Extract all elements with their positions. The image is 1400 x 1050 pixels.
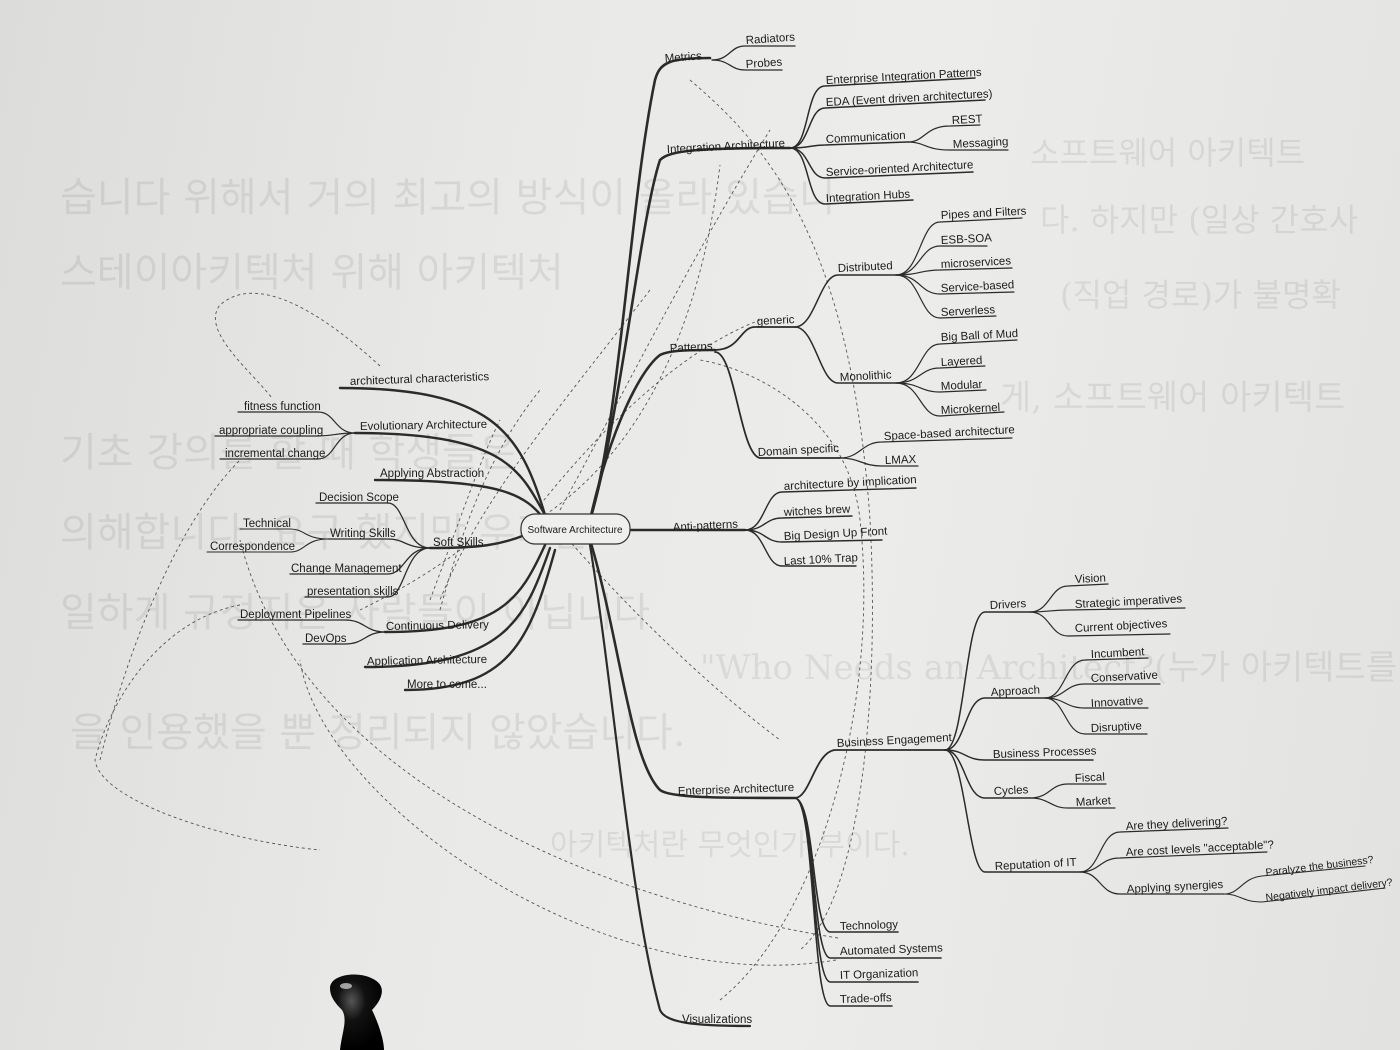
ghost-line: 소프트웨어 아키텍트 [1030, 134, 1306, 172]
application-architecture-label: Application Architecture [367, 654, 487, 668]
soft-skills-child: Decision Scope [319, 492, 399, 504]
reputation-child: Are they delivering? [1126, 816, 1228, 833]
synergies-child: Negatively impact delivery? [1265, 876, 1393, 904]
cross-links [94, 79, 873, 1001]
evolutionary-child: fitness function [244, 401, 321, 413]
distributed-child: Service-based [941, 279, 1015, 295]
writing-skills-child: Technical [243, 518, 291, 530]
ghost-line: 스테이아키텍처 위해 아키텍처 [60, 250, 564, 296]
drivers-child: Strategic imperatives [1075, 593, 1183, 611]
anti-pattern-item: Last 10% Trap [784, 552, 859, 568]
distributed-child: ESB-SOA [941, 232, 993, 247]
root-node-box [520, 513, 631, 545]
ghost-line: 게, 소프트웨어 아키텍트 [1000, 378, 1346, 418]
drivers-child: Vision [1075, 572, 1107, 586]
monolithic-child: Microkernel [941, 402, 1001, 417]
reputation-child: Applying synergies [1127, 879, 1224, 896]
anti-pattern-item: Big Design Up Front [784, 526, 889, 543]
monolithic-child: Big Ball of Mud [941, 328, 1019, 344]
approach-child: Incumbent [1091, 646, 1146, 661]
enterprise-child: IT Organization [840, 967, 919, 982]
anti-pattern-item: witches brew [783, 503, 852, 519]
approach-label: Approach [991, 684, 1041, 699]
ghost-line: 습니다 위해서 거의 최고의 방식이 올라 있습니 [60, 175, 836, 221]
metrics-child: Probes [745, 56, 782, 71]
monolithic-label: Monolithic [840, 369, 893, 384]
integration-child: Integration Hubs [826, 189, 911, 205]
enterprise-child: Trade-offs [840, 992, 892, 1006]
integration-child: Communication [826, 130, 906, 146]
distributed-child: Pipes and Filters [941, 206, 1027, 222]
continuous-delivery-child: Deployment Pipelines [240, 609, 351, 621]
tree-edges [206, 45, 1386, 1028]
metrics-label: Metrics [664, 50, 702, 65]
communication-child: REST [952, 113, 983, 127]
continuous-delivery-child: DevOps [305, 633, 347, 645]
ghost-line: 을 인용했을 뿐 정리되지 않았습니다. [70, 710, 686, 756]
cycles-child: Market [1076, 795, 1113, 809]
distributed-child: microservices [941, 255, 1012, 271]
root-node: Software Architecture [520, 513, 631, 545]
ghost-line: "Who Needs an Architect?(누가 아키텍트를 필요로 [700, 648, 1400, 688]
drivers-child: Current objectives [1075, 618, 1168, 635]
visualizations-label: Visualizations [682, 1014, 752, 1026]
business-processes-label: Business Processes [993, 745, 1097, 761]
monolithic-child: Modular [941, 379, 983, 393]
ghost-line: (직업 경로)가 불명확 [1060, 276, 1341, 314]
binder-clip [330, 974, 384, 1050]
integration-architecture-label: Integration Architecture [667, 138, 786, 156]
evolutionary-child: incremental change [225, 448, 325, 460]
soft-skills-child: Change Management [291, 563, 402, 575]
root-label: Software Architecture [527, 525, 622, 536]
reputation-child: Are cost levels "acceptable"? [1126, 839, 1275, 859]
business-engagement-label: Business Engagement [837, 732, 953, 750]
soft-skills-child: Writing Skills [330, 528, 396, 540]
approach-child: Conservative [1091, 669, 1159, 684]
node-labels: Software Architecture Metrics Radiators … [210, 32, 1393, 1026]
evolutionary-child: appropriate coupling [219, 425, 323, 437]
integration-child: Enterprise Integration Patterns [826, 67, 983, 87]
integration-child: Service-oriented Architecture [826, 159, 974, 179]
drivers-label: Drivers [990, 598, 1027, 612]
cycles-child: Fiscal [1075, 771, 1106, 785]
patterns-label: Patterns [670, 341, 714, 355]
enterprise-architecture-label: Enterprise Architecture [678, 782, 795, 798]
soft-skills-child: presentation skills [307, 586, 399, 598]
metrics-child: Radiators [745, 32, 795, 47]
cycles-label: Cycles [994, 784, 1029, 798]
monolithic-child: Layered [941, 355, 983, 369]
ghost-line: 다. 하지만 (일상 간호사 [1040, 201, 1359, 239]
generic-label: generic [757, 314, 796, 328]
domain-specific-label: Domain specific [758, 443, 840, 459]
synergies-child: Paralyze the business? [1265, 854, 1374, 879]
anti-patterns-label: Anti-patterns [673, 519, 739, 534]
writing-skills-child: Correspondence [210, 541, 295, 553]
domain-specific-child: LMAX [885, 454, 917, 467]
reputation-label: Reputation of IT [995, 857, 1077, 873]
enterprise-child: Technology [840, 919, 899, 933]
ghost-line: 일하게 규정지은 사람들이 아닙니다 [60, 590, 651, 636]
soft-skills-label: Soft Skills [433, 537, 484, 549]
architectural-characteristics-label: architectural characteristics [350, 371, 490, 388]
applying-abstraction-label: Applying Abstraction [380, 468, 484, 480]
ghost-line: 의해합니다. 요구 했지만 우리는 [60, 510, 590, 556]
integration-child: EDA (Event driven architectures) [826, 88, 993, 109]
distributed-child: Serverless [941, 304, 996, 319]
more-to-come-label: More to come... [407, 679, 487, 691]
distributed-label: Distributed [838, 260, 894, 275]
approach-child: Disruptive [1091, 720, 1143, 735]
approach-child: Innovative [1091, 695, 1144, 710]
continuous-delivery-label: Continuous Delivery [386, 619, 489, 633]
enterprise-child: Automated Systems [840, 942, 944, 958]
evolutionary-architecture-label: Evolutionary Architecture [360, 419, 487, 433]
communication-child: Messaging [953, 136, 1009, 151]
